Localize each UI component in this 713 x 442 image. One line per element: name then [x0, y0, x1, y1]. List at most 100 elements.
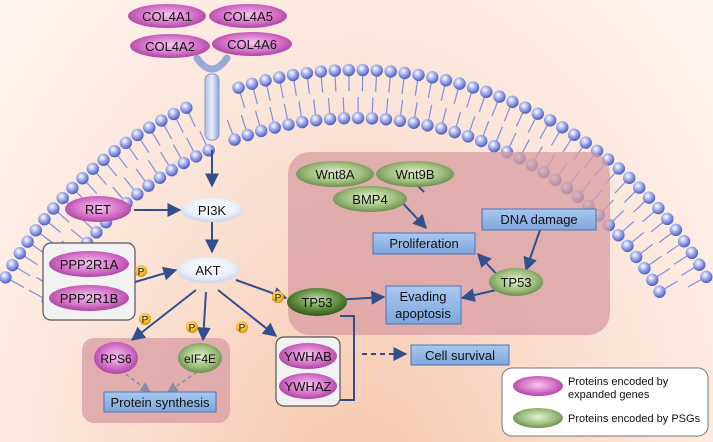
svg-text:YWHAB: YWHAB [284, 349, 332, 364]
lipid-head [669, 223, 683, 237]
phospho-icon: P [272, 291, 284, 304]
lipid-head [167, 107, 180, 121]
lipid-tail [414, 79, 419, 96]
node-bmp4: BMP4 [333, 186, 407, 212]
lipid-head [143, 121, 156, 134]
lipid-tail [562, 138, 572, 153]
lipid-head [259, 74, 272, 87]
lipid-tail [334, 75, 337, 92]
lipid-tail [550, 131, 561, 146]
lipid-tail [28, 289, 44, 299]
svg-text:RET: RET [85, 202, 111, 217]
svg-text:Protein synthesis: Protein synthesis [111, 395, 210, 410]
lipid-tail [112, 186, 124, 200]
lipid-head [638, 261, 651, 275]
lipid-tail [16, 267, 31, 277]
svg-text:PPP2R1A: PPP2R1A [60, 257, 119, 272]
arrow-tp53-evading-box [460, 288, 497, 302]
lipid-tail [611, 210, 625, 223]
arrow-akt-rps6 [130, 289, 197, 341]
lipid-head [629, 250, 643, 264]
svg-text:P: P [189, 323, 196, 334]
lipid-tail [650, 221, 664, 233]
lipid-head [398, 66, 411, 80]
lipid-tail [106, 163, 118, 177]
lipid-head [202, 144, 215, 157]
protein-synthesis-box: Protein synthesis [103, 391, 217, 413]
lipid-tail [687, 278, 703, 288]
lipid-tail [95, 172, 108, 185]
arrow-akt-ywhab [217, 289, 278, 337]
lipid-tail [252, 88, 258, 105]
lipid-head [461, 130, 475, 143]
lipid-tail [123, 177, 135, 191]
lipid-tail [342, 97, 345, 114]
lipid-head [622, 171, 636, 185]
lipid-tail [642, 210, 655, 223]
phospho-icon: P [236, 321, 248, 334]
svg-text:Proteins encoded by PSGs: Proteins encoded by PSGs [568, 413, 701, 425]
lipid-tail [117, 154, 128, 169]
lipid-tail [388, 76, 391, 93]
lipid-tail [199, 130, 208, 147]
lipid-tail [371, 97, 374, 114]
lipid-head [384, 65, 397, 78]
lipid-head [677, 235, 691, 248]
lipid-tail [266, 85, 271, 101]
lipid-tail [375, 75, 378, 92]
svg-text:expanded genes: expanded genes [568, 389, 650, 401]
tp53-bracket [340, 315, 355, 401]
lipid-head [97, 153, 110, 166]
receptor-icon [193, 54, 231, 141]
lipid-head [314, 65, 327, 78]
lipid-head [337, 112, 351, 125]
svg-text:apoptosis: apoptosis [395, 306, 451, 321]
legend: Proteins encoded by expanded genes Prote… [501, 367, 709, 437]
node-eif4e: eIF4E [178, 343, 222, 373]
svg-text:P: P [142, 315, 149, 326]
lipid-tail [482, 121, 490, 137]
lipid-tail [226, 119, 234, 136]
lipid-head [506, 95, 519, 109]
lipid-tail [503, 106, 512, 122]
svg-text:Wnt9B: Wnt9B [395, 167, 434, 182]
svg-text:Cell survival: Cell survival [425, 348, 495, 363]
lipid-tail [401, 77, 405, 94]
lipid-tail [239, 92, 246, 108]
lipid-head [6, 258, 19, 272]
lipid-head [633, 181, 646, 194]
lipid-tail [539, 124, 549, 139]
lipid-tail [614, 181, 627, 194]
lipid-head [241, 128, 254, 142]
lipid-tail [39, 232, 53, 244]
lipid-head [567, 128, 581, 141]
node-tp53-box: TP53 [489, 268, 543, 296]
lipid-head [282, 118, 295, 131]
svg-text:Proteins encoded by: Proteins encoded by [568, 376, 669, 388]
lipid-head [653, 285, 666, 298]
lipid-tail [466, 92, 473, 108]
lipid-head [273, 71, 286, 84]
lipid-head [328, 64, 341, 77]
proliferation-box: Proliferation [372, 232, 476, 255]
lipid-tail [385, 98, 389, 115]
svg-text:PPP2R1B: PPP2R1B [60, 291, 119, 306]
lipid-tail [666, 243, 681, 254]
legend-expanded-genes: Proteins encoded by expanded genes [513, 376, 669, 401]
lipid-tail [327, 97, 331, 115]
lipid-head [76, 171, 89, 185]
svg-text:DNA damage: DNA damage [500, 212, 577, 227]
node-akt: AKT [177, 257, 239, 283]
lipid-head [86, 162, 100, 175]
ligand-col4a5: COL4A5 [209, 4, 287, 28]
lipid-tail [427, 104, 433, 121]
lipid-head [612, 229, 625, 242]
evading-apoptosis-box: Evading apoptosis [385, 285, 462, 325]
ligand-col4a2: COL4A2 [130, 34, 210, 58]
lipid-tail [440, 84, 446, 101]
lipid-tail [160, 151, 170, 167]
lipid-head [56, 191, 69, 205]
lipid-head [693, 258, 706, 271]
